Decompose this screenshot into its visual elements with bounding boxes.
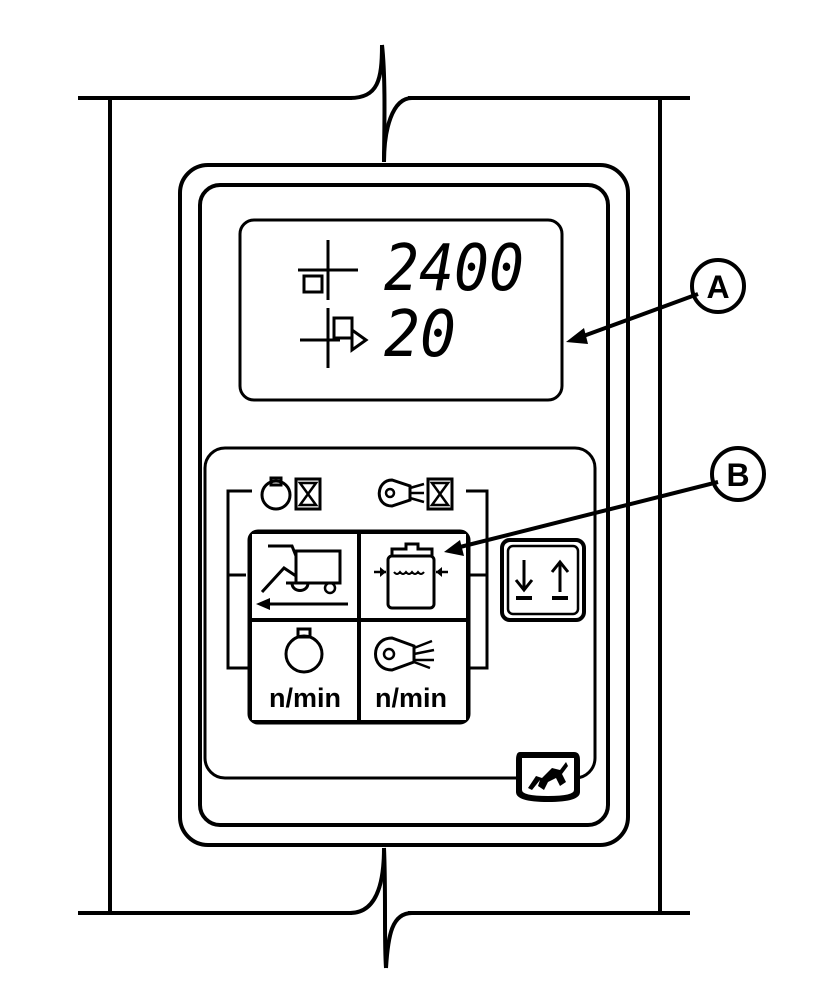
lower-raise-button[interactable] (500, 538, 586, 622)
mounting-frame (78, 96, 690, 915)
control-panel (203, 446, 597, 780)
callout-b-label: B (726, 457, 749, 493)
separator-speed-icon (298, 240, 358, 300)
engine-speed-button[interactable]: n/min (252, 622, 357, 720)
sieve-adjust-button[interactable] (361, 534, 466, 618)
engine-icon (284, 627, 324, 674)
callout-a: A (566, 258, 746, 344)
engine-icon (260, 476, 292, 511)
hourglass-icon (426, 477, 454, 511)
fan-speed-button[interactable]: n/min (361, 622, 466, 720)
combine-ground-speed-icon (256, 544, 348, 610)
callout-a-label: A (706, 269, 729, 305)
fan-speed-label: n/min (375, 683, 447, 713)
indicator-fan-hourglass (377, 477, 489, 670)
callout-b: B (444, 446, 766, 556)
separator-loss-icon (300, 308, 369, 368)
fan-icon (374, 636, 435, 672)
engine-speed-label: n/min (269, 683, 341, 713)
indicator-engine-hourglass (226, 476, 322, 670)
lower-raise-arrows-icon (514, 559, 570, 600)
ground-speed-button[interactable] (252, 534, 357, 618)
lcd-display (238, 218, 564, 402)
display-line1-value: 2400 (384, 232, 524, 306)
fan-icon (377, 478, 425, 508)
break-line-top (349, 44, 413, 163)
john-deere-deer-logo-icon (516, 752, 580, 802)
sieve-adjust-icon (374, 542, 448, 610)
monitor-bezel (198, 183, 610, 827)
break-line-bottom (349, 847, 413, 969)
hourglass-icon (294, 477, 322, 511)
display-line2-value: 20 (384, 298, 456, 372)
